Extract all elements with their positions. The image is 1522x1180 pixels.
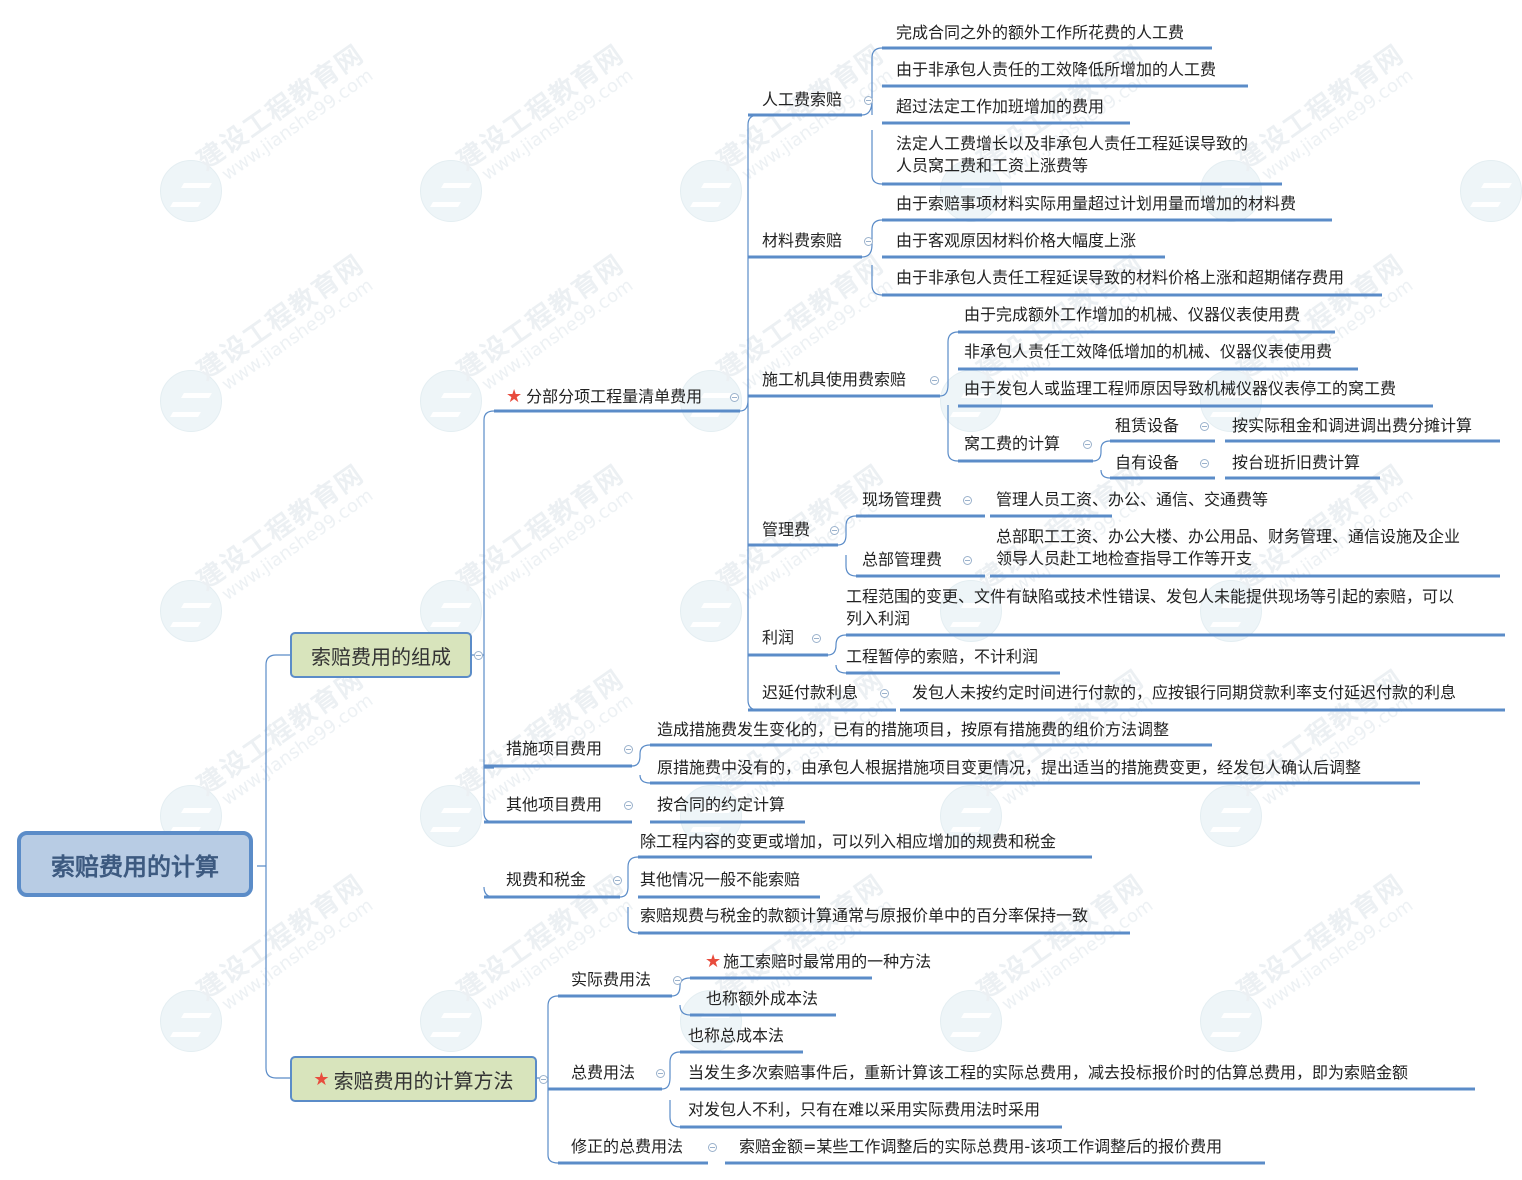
topic-site-management[interactable]: 现场管理费	[862, 490, 943, 509]
leaf-item[interactable]: 超过法定工作加班增加的费用	[896, 97, 1105, 116]
leaf-item[interactable]: 发包人未按约定时间进行付款的，应按银行同期贷款利率支付延迟付款的利息	[912, 683, 1457, 702]
collapse-toggle-icon[interactable]	[830, 526, 839, 535]
collapse-toggle-icon[interactable]	[624, 801, 633, 810]
leaf-item[interactable]: 工程范围的变更、文件有缺陷或技术性错误、发包人未能提供现场等引起的索赔，可以 列…	[846, 587, 1455, 628]
collapse-toggle-icon[interactable]	[1200, 422, 1209, 431]
leaf-item[interactable]: 法定人工费增长以及非承包人责任工程延误导致的 人员窝工费和工资上涨费等	[896, 134, 1249, 175]
leaf-item[interactable]: 由于索赔事项材料实际用量超过计划用量而增加的材料费	[896, 194, 1297, 213]
watermark-logo-icon	[1460, 160, 1522, 222]
collapse-toggle-icon[interactable]	[864, 237, 873, 246]
leaf-item[interactable]: 按实际租金和调进调出费分摊计算	[1232, 416, 1473, 435]
leaf-item[interactable]: 由于客观原因材料价格大幅度上涨	[896, 231, 1137, 250]
star-icon: ★	[705, 951, 722, 972]
topic-owned-equipment[interactable]: 自有设备	[1115, 453, 1180, 472]
watermark-logo-icon	[160, 160, 222, 222]
leaf-item[interactable]: 当发生多次索赔事件后，重新计算该工程的实际总费用，减去投标报价时的估算总费用，即…	[688, 1063, 1409, 1082]
leaf-item[interactable]: 按台班折旧费计算	[1232, 453, 1361, 472]
topic-labor-claim[interactable]: 人工费索赔	[762, 90, 843, 109]
watermark-logo-icon	[420, 785, 482, 847]
leaf-item[interactable]: 索赔金额=某些工作调整后的实际总费用-该项工作调整后的报价费用	[739, 1137, 1223, 1156]
leaf-item[interactable]: 造成措施费发生变化的，已有的措施项目，按原有措施费的组价方法调整	[657, 720, 1170, 739]
collapse-toggle-icon[interactable]	[730, 393, 739, 402]
collapse-toggle-icon[interactable]	[474, 651, 483, 660]
leaf-item[interactable]: 索赔规费与税金的款额计算通常与原报价单中的百分率保持一致	[640, 906, 1089, 925]
topic-late-payment-interest[interactable]: 迟延付款利息	[762, 683, 859, 702]
leaf-item[interactable]: 由于非承包人责任工程延误导致的材料价格上涨和超期储存费用	[896, 268, 1345, 287]
topic-idle-cost-calc[interactable]: 窝工费的计算	[964, 434, 1061, 453]
watermark-logo-icon	[160, 990, 222, 1052]
topic-actual-cost-method[interactable]: 实际费用法	[571, 970, 652, 989]
topic-item-cost[interactable]: ★分部分项工程量清单费用	[506, 386, 703, 407]
leaf-item[interactable]: 按合同的约定计算	[657, 795, 786, 814]
collapse-toggle-icon[interactable]	[1200, 459, 1209, 468]
leaf-item[interactable]: 管理人员工资、办公、通信、交通费等	[996, 490, 1269, 509]
collapse-toggle-icon[interactable]	[963, 496, 972, 505]
collapse-toggle-icon[interactable]	[812, 634, 821, 643]
topic-management-fee[interactable]: 管理费	[762, 520, 811, 539]
collapse-toggle-icon[interactable]	[656, 1069, 665, 1078]
root-topic[interactable]: 索赔费用的计算	[17, 831, 253, 897]
star-icon: ★	[313, 1068, 330, 1090]
leaf-item[interactable]: 也称额外成本法	[706, 989, 819, 1008]
topic-material-claim[interactable]: 材料费索赔	[762, 231, 843, 250]
topic-other-items-cost[interactable]: 其他项目费用	[506, 795, 603, 814]
leaf-item[interactable]: 完成合同之外的额外工作所花费的人工费	[896, 23, 1185, 42]
leaf-item[interactable]: 由于完成额外工作增加的机械、仪器仪表使用费	[964, 305, 1301, 324]
topic-total-cost-method[interactable]: 总费用法	[571, 1063, 636, 1082]
main-topic-label: 索赔费用的计算方法	[333, 1068, 514, 1093]
collapse-toggle-icon[interactable]	[613, 876, 622, 885]
leaf-item[interactable]: 由于发包人或监理工程师原因导致机械仪器仪表停工的窝工费	[964, 379, 1397, 398]
leaf-item[interactable]: 总部职工工资、办公大楼、办公用品、财务管理、通信设施及企业 领导人员赴工地检查指…	[996, 527, 1461, 568]
leaf-item[interactable]: 非承包人责任工效降低增加的机械、仪器仪表使用费	[964, 342, 1333, 361]
root-topic-label: 索赔费用的计算	[51, 852, 219, 881]
watermark-logo-icon	[680, 160, 742, 222]
leaf-item[interactable]: 原措施费中没有的，由承包人根据措施项目变更情况，提出适当的措施费变更，经发包人确…	[657, 758, 1362, 777]
main-topic-methods[interactable]: ★ 索赔费用的计算方法	[290, 1056, 537, 1102]
leaf-item[interactable]: 除工程内容的变更或增加，可以列入相应增加的规费和税金	[640, 832, 1057, 851]
collapse-toggle-icon[interactable]	[624, 745, 633, 754]
collapse-toggle-icon[interactable]	[880, 689, 889, 698]
watermark-logo-icon	[940, 990, 1002, 1052]
topic-profit[interactable]: 利润	[762, 628, 795, 647]
leaf-item[interactable]: 由于非承包人责任的工效降低所增加的人工费	[896, 60, 1217, 79]
watermark-logo-icon	[680, 580, 742, 642]
collapse-toggle-icon[interactable]	[673, 976, 682, 985]
watermark-logo-icon	[1200, 785, 1262, 847]
topic-hq-management[interactable]: 总部管理费	[862, 550, 943, 569]
watermark-logo-icon	[160, 580, 222, 642]
watermark-logo-icon	[1200, 990, 1262, 1052]
leaf-item[interactable]: 工程暂停的索赔，不计利润	[846, 647, 1039, 666]
collapse-toggle-icon[interactable]	[930, 376, 939, 385]
watermark-logo-icon	[160, 370, 222, 432]
topic-measures-cost[interactable]: 措施项目费用	[506, 739, 603, 758]
watermark-logo-icon	[420, 160, 482, 222]
watermark-logo-icon	[420, 990, 482, 1052]
leaf-item[interactable]: 对发包人不利，只有在难以采用实际费用法时采用	[688, 1100, 1041, 1119]
topic-leased-equipment[interactable]: 租赁设备	[1115, 416, 1180, 435]
collapse-toggle-icon[interactable]	[708, 1143, 717, 1152]
main-topic-composition[interactable]: 索赔费用的组成	[290, 632, 472, 678]
topic-modified-total-cost-method[interactable]: 修正的总费用法	[571, 1137, 684, 1156]
leaf-item[interactable]: ★施工索赔时最常用的一种方法	[705, 951, 932, 972]
topic-equipment-claim[interactable]: 施工机具使用费索赔	[762, 370, 907, 389]
leaf-item[interactable]: 也称总成本法	[688, 1026, 785, 1045]
leaf-item[interactable]: 其他情况一般不能索赔	[640, 870, 801, 889]
main-topic-label: 索赔费用的组成	[311, 644, 451, 669]
collapse-toggle-icon[interactable]	[864, 96, 873, 105]
star-icon: ★	[506, 386, 523, 407]
collapse-toggle-icon[interactable]	[1083, 440, 1092, 449]
collapse-toggle-icon[interactable]	[539, 1075, 548, 1084]
collapse-toggle-icon[interactable]	[963, 556, 972, 565]
watermark-logo-icon	[420, 370, 482, 432]
topic-fees-and-taxes[interactable]: 规费和税金	[506, 870, 587, 889]
